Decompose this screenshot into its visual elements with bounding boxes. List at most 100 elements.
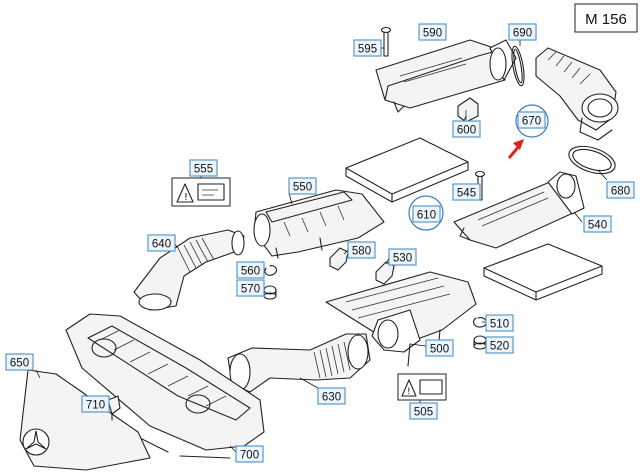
callout-box-560[interactable] [236, 261, 265, 279]
callout-680[interactable]: 680 [606, 181, 635, 199]
hose-630-drawing [227, 333, 371, 393]
part-number-530: 530 [393, 253, 412, 265]
highlight-circle-670 [515, 104, 549, 138]
callout-510[interactable]: 510 [485, 314, 514, 332]
part-number-590: 590 [423, 28, 442, 40]
callout-700[interactable]: 700 [235, 445, 264, 463]
lower-panel-700-drawing [65, 313, 265, 459]
part-number-595: 595 [358, 44, 377, 56]
callout-box-680[interactable] [606, 181, 635, 199]
part-number-710: 710 [86, 400, 105, 412]
part-number-540: 540 [588, 220, 607, 232]
callout-box-570[interactable] [236, 279, 265, 297]
callout-590[interactable]: 590 [418, 23, 447, 41]
callout-670[interactable]: 670 [517, 111, 546, 129]
engine-code-box: M 156 [574, 3, 638, 33]
callout-505[interactable]: 505 [409, 402, 438, 420]
callout-box-650[interactable] [5, 353, 34, 371]
clip-560-drawing [264, 265, 278, 276]
callout-box-505[interactable] [409, 402, 438, 420]
callout-555[interactable]: 555 [189, 159, 218, 177]
callout-690[interactable]: 690 [508, 23, 537, 41]
part-number-640: 640 [152, 239, 171, 251]
part-number-680: 680 [611, 186, 630, 198]
warning-label-505-drawing: ! [397, 373, 447, 401]
callout-box-640[interactable] [147, 234, 176, 252]
callout-530[interactable]: 530 [388, 248, 417, 266]
callout-box-700[interactable] [235, 445, 264, 463]
callout-710[interactable]: 710 [81, 395, 110, 413]
red-pointer-arrow [507, 139, 524, 159]
filter-element-610-drawing [345, 137, 603, 301]
callout-520[interactable]: 520 [485, 336, 514, 354]
callout-630[interactable]: 630 [317, 387, 346, 405]
svg-text:!: ! [184, 192, 188, 203]
callout-box-670[interactable] [517, 111, 546, 129]
part-number-610: 610 [417, 210, 436, 222]
callout-540[interactable]: 540 [583, 215, 612, 233]
engine-code-label: M 156 [585, 11, 627, 28]
callout-550[interactable]: 550 [288, 177, 317, 195]
clip-510-drawing [473, 317, 487, 328]
part-number-630: 630 [322, 392, 341, 404]
clamp-580-drawing [329, 247, 349, 271]
callout-box-600[interactable] [452, 120, 481, 138]
callout-box-520[interactable] [485, 336, 514, 354]
air-box-cover-590-drawing [375, 39, 517, 113]
part-number-550: 550 [293, 182, 312, 194]
callout-box-610[interactable] [412, 205, 441, 223]
part-number-650: 650 [10, 358, 29, 370]
callout-box-590[interactable] [418, 23, 447, 41]
callout-box-595[interactable] [353, 39, 382, 57]
air-box-cover-540-drawing [453, 171, 585, 249]
part-number-505: 505 [414, 407, 433, 419]
part-number-690: 690 [513, 28, 532, 40]
intake-duct-670-drawing [535, 47, 619, 141]
callout-box-510[interactable] [485, 314, 514, 332]
highlight-circle-610 [408, 195, 444, 231]
callout-box-550[interactable] [288, 177, 317, 195]
part-number-570: 570 [241, 284, 260, 296]
callout-560[interactable]: 560 [236, 261, 265, 279]
grommet-570-drawing [263, 285, 277, 300]
callout-570[interactable]: 570 [236, 279, 265, 297]
callout-650[interactable]: 650 [5, 353, 34, 371]
callout-labels: 590 690 595 600 670 680 555 550 545 610 540 640 580 5… [5, 23, 635, 463]
part-number-545: 545 [457, 188, 476, 200]
bolt-595-drawing [380, 26, 392, 57]
part-number-555: 555 [194, 164, 213, 176]
clamp-530-drawing [375, 261, 395, 285]
part-number-700: 700 [240, 450, 259, 462]
callout-610[interactable]: 610 [412, 205, 441, 223]
engine-cover-650-drawing [19, 369, 151, 471]
callout-580[interactable]: 580 [347, 241, 376, 259]
callout-box-710[interactable] [81, 395, 110, 413]
part-number-520: 520 [490, 341, 509, 353]
callout-box-580[interactable] [347, 241, 376, 259]
callout-box-540[interactable] [583, 215, 612, 233]
callout-600[interactable]: 600 [452, 120, 481, 138]
warning-label-555-drawing: ! [171, 177, 231, 207]
callout-640[interactable]: 640 [147, 234, 176, 252]
callout-box-555[interactable] [189, 159, 218, 177]
callout-box-690[interactable] [508, 23, 537, 41]
part-number-500: 500 [430, 344, 449, 356]
gasket-690-drawing [511, 45, 525, 87]
clip-710-drawing [107, 395, 121, 421]
callout-500[interactable]: 500 [425, 339, 454, 357]
part-number-560: 560 [241, 266, 260, 278]
seal-ring-680-drawing [568, 145, 616, 175]
svg-text:!: ! [407, 387, 411, 397]
callout-box-545[interactable] [452, 183, 481, 201]
housing-550-drawing [253, 189, 385, 259]
part-number-580: 580 [352, 246, 371, 258]
callout-box-630[interactable] [317, 387, 346, 405]
hose-640-drawing [133, 229, 245, 311]
callout-545[interactable]: 545 [452, 183, 481, 201]
callout-box-530[interactable] [388, 248, 417, 266]
air-box-500-drawing [325, 271, 477, 367]
callout-box-500[interactable] [425, 339, 454, 357]
callout-595[interactable]: 595 [353, 39, 382, 57]
clip-600-drawing [457, 97, 479, 123]
